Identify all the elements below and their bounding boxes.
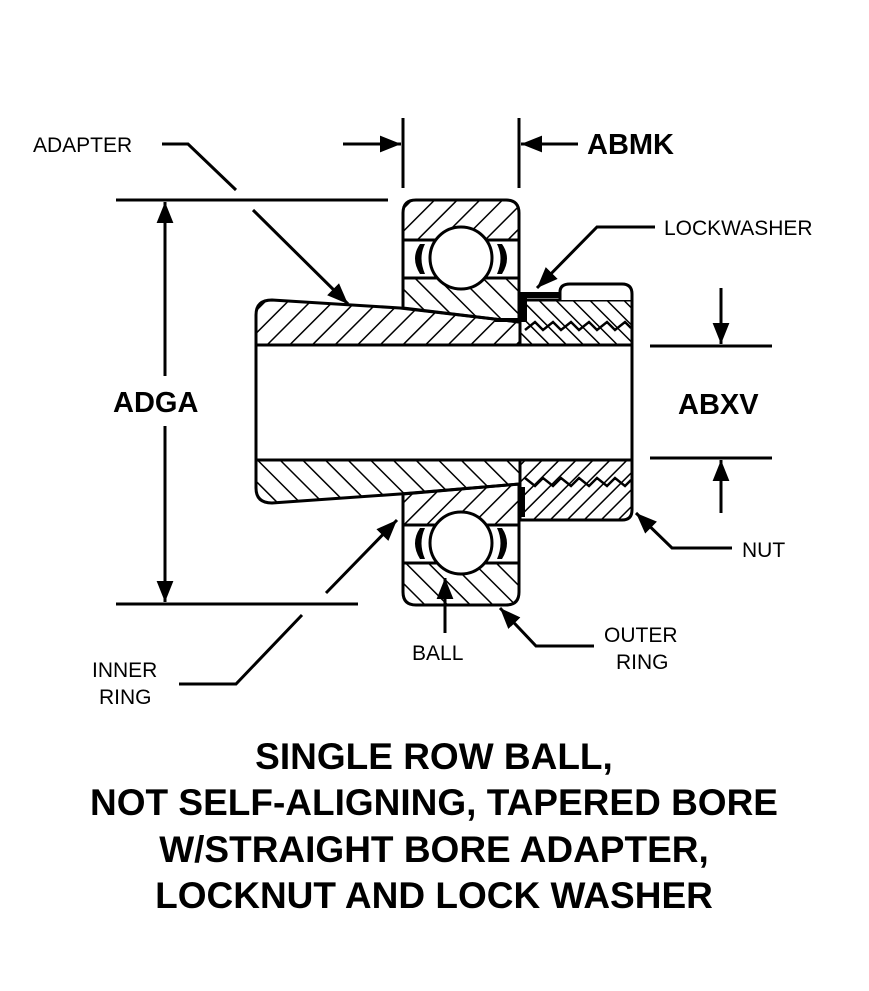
dimension-label-abxv: ABXV [678,389,759,421]
ball-top [428,225,494,291]
caption: SINGLE ROW BALL, NOT SELF-ALIGNING, TAPE… [90,736,778,916]
dimension-abxv: ABXV [650,288,772,513]
dimension-adga: ADGA [113,198,388,606]
callout-adapter: ADAPTER [33,134,350,306]
callout-outer-ring: OUTER RING [498,606,678,674]
bore [254,343,634,462]
svg-text:BALL: BALL [412,642,463,665]
callout-ball: BALL [412,578,463,665]
svg-text:ADAPTER: ADAPTER [33,134,132,157]
bearing-bottom [401,482,521,607]
dimension-label-adga: ADGA [113,387,198,419]
svg-text:LOCKWASHER: LOCKWASHER [664,217,813,240]
caption-line-4: LOCKNUT AND LOCK WASHER [155,875,713,916]
callout-nut: NUT [634,511,785,562]
ball-bottom [428,510,494,576]
svg-text:NUT: NUT [742,539,785,562]
svg-text:INNER: INNER [92,659,157,682]
caption-line-2: NOT SELF-ALIGNING, TAPERED BORE [90,782,778,823]
locknut-bottom [518,458,634,522]
callout-inner-ring: INNER RING [92,518,399,709]
bearing-top [401,198,521,324]
dimension-label-abmk: ABMK [587,129,674,161]
dimension-abmk: ABMK [343,118,674,188]
caption-line-1: SINGLE ROW BALL, [255,736,613,777]
svg-text:RING: RING [616,651,669,674]
callout-lockwasher: LOCKWASHER [535,217,813,290]
svg-text:OUTER: OUTER [604,624,678,647]
svg-text:RING: RING [99,686,152,709]
locknut-top [518,282,634,347]
caption-line-3: W/STRAIGHT BORE ADAPTER, [159,829,709,870]
